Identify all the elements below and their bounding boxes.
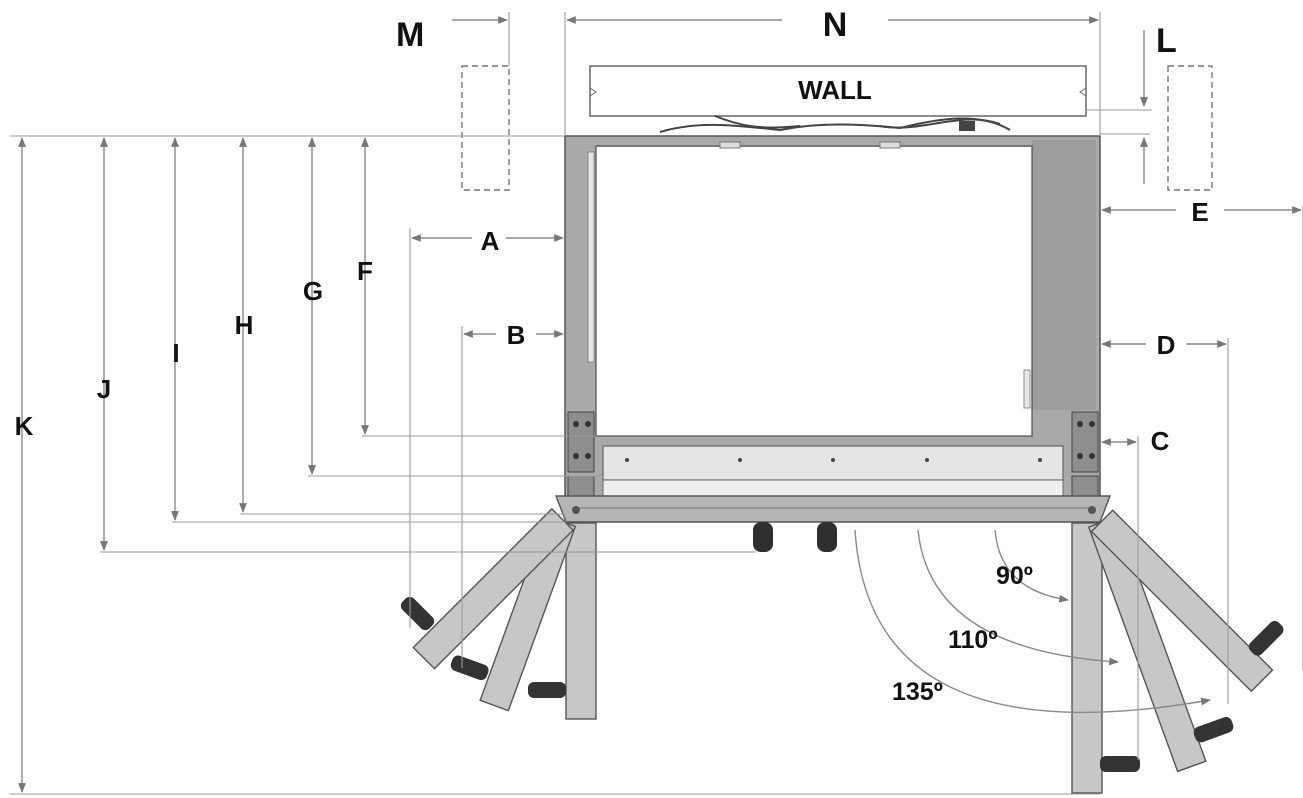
dim-label-m: M bbox=[396, 16, 424, 54]
angle-90-label: 90º bbox=[996, 562, 1033, 590]
dim-label-i: I bbox=[172, 338, 179, 368]
angle-110-label: 110º bbox=[948, 626, 997, 654]
side-obstruction-left bbox=[461, 65, 510, 191]
left-door-90 bbox=[528, 522, 597, 720]
dim-label-g: G bbox=[303, 276, 323, 306]
dim-label-e: E bbox=[1191, 197, 1208, 227]
dim-label-d: D bbox=[1157, 330, 1176, 360]
extension-lines bbox=[10, 12, 1303, 795]
wall: WALL bbox=[589, 65, 1087, 117]
dim-label-c: C bbox=[1151, 426, 1170, 456]
dim-label-l: L bbox=[1156, 22, 1177, 60]
wall-label: WALL bbox=[798, 75, 872, 105]
dim-label-b: B bbox=[507, 320, 526, 350]
dim-label-j: J bbox=[97, 374, 111, 404]
dim-label-a: A bbox=[481, 226, 500, 256]
dimension-letter-labels: M N L E A B D C F G H I J K bbox=[15, 6, 1209, 456]
left-door-110 bbox=[450, 515, 577, 712]
dim-label-k: K bbox=[15, 411, 34, 441]
left-door-135 bbox=[400, 507, 575, 670]
dim-label-h: H bbox=[235, 310, 254, 340]
angle-135-label: 135º bbox=[892, 678, 943, 706]
right-door-135 bbox=[1090, 509, 1284, 693]
door-swing-arcs bbox=[854, 529, 1211, 714]
dimension-arrows bbox=[18, 16, 1302, 793]
side-obstruction-right bbox=[1167, 65, 1213, 191]
dim-label-n: N bbox=[823, 6, 848, 44]
dim-label-f: F bbox=[357, 256, 373, 286]
rear-cabling bbox=[659, 115, 1011, 133]
cabinet-body bbox=[554, 135, 1112, 552]
